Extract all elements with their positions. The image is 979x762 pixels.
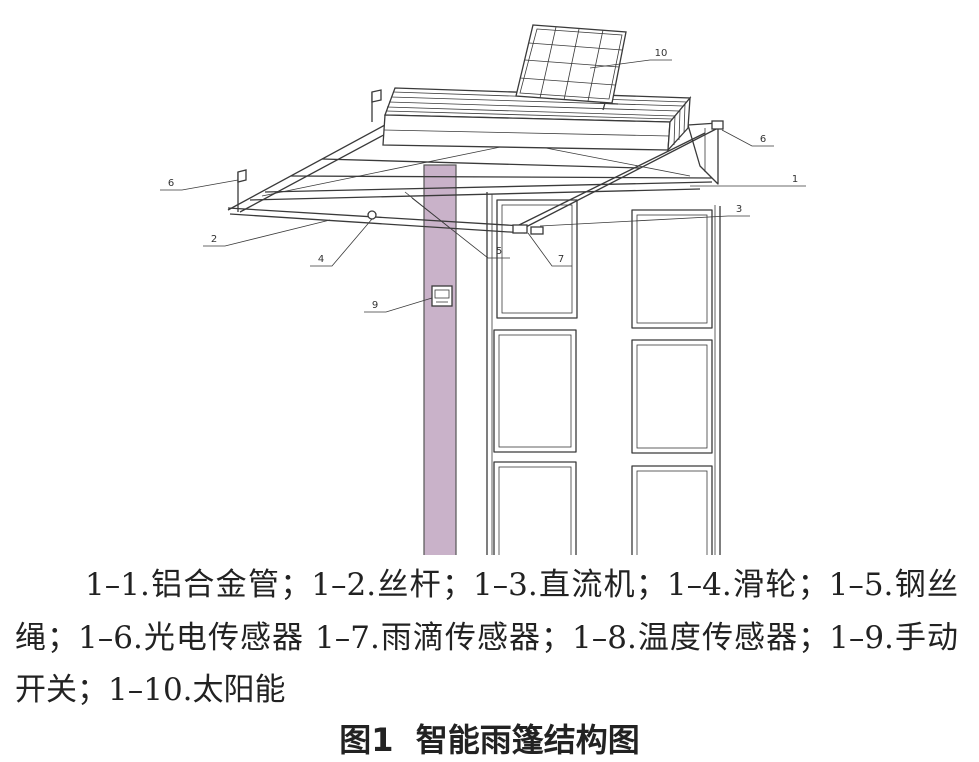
caption-line-2: 绳；1–6.光电传感器 1–7.雨滴传感器；1–8.温度传感器；1–9.手动 bbox=[15, 620, 958, 656]
awning-frame bbox=[227, 122, 719, 235]
callout-2: 2 bbox=[203, 219, 331, 247]
manual-switch-box bbox=[431, 285, 453, 307]
callout-label: 2 bbox=[211, 234, 217, 245]
sensor-post-back bbox=[371, 89, 382, 122]
callout-5: 5 bbox=[411, 197, 510, 259]
sensor-post-front bbox=[237, 169, 247, 212]
callout-4: 4 bbox=[310, 218, 373, 267]
support-column bbox=[423, 164, 457, 555]
sensor-right bbox=[711, 120, 724, 130]
window-frame bbox=[486, 192, 721, 555]
solar-panel bbox=[515, 24, 627, 111]
callout-9: 9 bbox=[364, 297, 433, 313]
callout-label: 6 bbox=[760, 134, 766, 145]
awning-structure-diagram: 10 6 6 1 3 7 5 4 2 9 bbox=[160, 24, 806, 555]
caption-line-3: 开关；1–10.太阳能 bbox=[15, 672, 286, 708]
callout-label: 3 bbox=[736, 204, 742, 215]
callout-label: 9 bbox=[372, 300, 378, 311]
callout-6-right: 6 bbox=[721, 129, 774, 147]
callout-3: 3 bbox=[539, 204, 750, 227]
callout-label: 6 bbox=[168, 178, 174, 189]
callout-label: 5 bbox=[496, 246, 502, 257]
callout-6-left: 6 bbox=[160, 178, 239, 191]
callout-1: 1 bbox=[690, 174, 806, 187]
caption-line-1: 1–1.铝合金管；1–2.丝杆；1–3.直流机；1–4.滑轮；1–5.钢丝 bbox=[85, 567, 958, 603]
callout-7: 7 bbox=[527, 232, 572, 267]
callout-10: 10 bbox=[589, 48, 672, 69]
callout-label: 10 bbox=[655, 48, 668, 59]
callout-label: 4 bbox=[318, 254, 324, 265]
callout-label: 7 bbox=[558, 254, 564, 265]
callout-label: 1 bbox=[792, 174, 798, 185]
figure-title: 图1 智能雨篷结构图 bbox=[339, 721, 640, 759]
